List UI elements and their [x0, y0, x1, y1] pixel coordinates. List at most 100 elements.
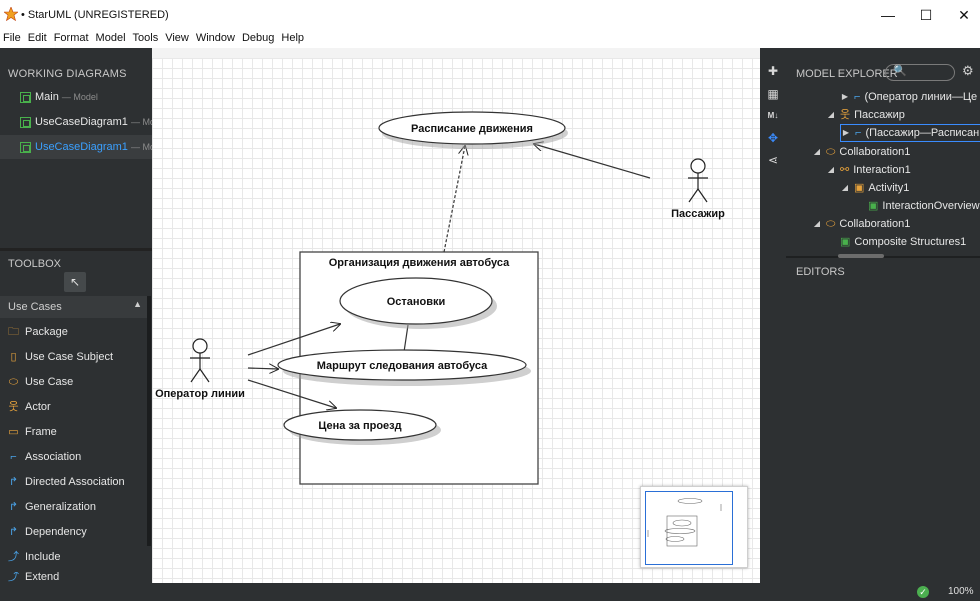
subject-icon: ▯	[10, 351, 17, 363]
menu-format[interactable]: Format	[53, 32, 89, 44]
collapse-icon[interactable]: ◢	[813, 219, 821, 228]
working-diagram-usecase-1[interactable]: UseCaseDiagram1 — Model	[20, 111, 167, 133]
tool-dependency[interactable]: ↱ Dependency	[8, 522, 87, 542]
subject-title: Организация движения автобуса	[329, 257, 510, 269]
menu-help[interactable]: Help	[281, 32, 305, 44]
close-button[interactable]: ✕	[958, 7, 970, 23]
menu-window[interactable]: Window	[195, 32, 235, 44]
actor-operator[interactable]	[190, 338, 210, 383]
tool-generalization[interactable]: ↱ Generalization	[8, 497, 96, 517]
passenger-association-line[interactable]	[534, 144, 651, 179]
side-icon-strip: ✚ ▦ M↓ ✥ ⋖	[760, 48, 786, 583]
actor-passenger[interactable]	[688, 158, 708, 203]
collaboration-icon: ⬭	[826, 146, 836, 158]
include-icon: ⤴	[8, 551, 19, 563]
tree-item[interactable]: ▣ InteractionOverviewI	[854, 197, 980, 215]
expand-icon[interactable]: ▶	[841, 92, 849, 101]
tree-item[interactable]: ◢ ▣ Activity1	[840, 179, 909, 197]
dependency-icon: ↱	[8, 526, 19, 538]
interaction-icon: ⚯	[840, 164, 850, 176]
maximize-button[interactable]: ☐	[919, 7, 933, 23]
staruml-logo-icon	[4, 7, 18, 21]
diagram-canvas[interactable]: Организация движения автобуса Расписание…	[152, 58, 760, 583]
use-case-label: Цена за проезд	[318, 420, 401, 432]
collaboration-icon: ⬭	[826, 218, 836, 230]
tool-association[interactable]: ⌐ Association	[8, 447, 81, 467]
frame-icon: ▭	[8, 426, 19, 438]
tree-item[interactable]: ◢ 웃 Пассажир	[826, 106, 905, 124]
toolbox-scrollbar[interactable]	[147, 296, 151, 546]
tool-directed-association[interactable]: ↱ Directed Association	[8, 472, 125, 492]
collapse-icon[interactable]: ◢	[827, 110, 835, 119]
collapse-icon[interactable]: ◢	[841, 183, 849, 192]
actor-icon: 웃	[8, 401, 19, 413]
window-title: • StarUML (UNREGISTERED)	[21, 9, 169, 21]
menu-tools[interactable]: Tools	[132, 32, 159, 44]
tree-item[interactable]: ◢ ⬭ Collaboration1	[812, 143, 910, 161]
working-diagram-main[interactable]: Main — Model	[20, 86, 98, 108]
layout-icon[interactable]: ▦	[767, 87, 779, 101]
explorer-scrollbar[interactable]	[838, 254, 884, 258]
tool-frame[interactable]: ▭ Frame	[8, 422, 56, 442]
tree-item-label: Composite Structures1	[854, 236, 967, 248]
usecase-diagram-icon	[20, 141, 31, 153]
collapse-icon[interactable]: ◢	[813, 147, 821, 156]
ellipse-icon: ⬭	[8, 376, 19, 388]
operator-stops-association[interactable]	[247, 324, 340, 356]
tree-item[interactable]: ◢ ⚯ Interaction1	[826, 161, 911, 179]
use-case-schedule[interactable]: Расписание движения	[378, 111, 568, 149]
stops-route-connector[interactable]	[403, 324, 409, 353]
markdown-icon[interactable]: M↓	[767, 111, 779, 120]
search-icon: 🔍	[893, 65, 907, 77]
gear-icon[interactable]: ⚙	[962, 63, 974, 78]
tool-include[interactable]: ⤴ Include	[8, 547, 60, 567]
expand-icon[interactable]: ▶	[842, 128, 850, 137]
zoom-level[interactable]: 100%	[948, 586, 974, 597]
working-diagram-label: Main	[35, 91, 59, 103]
operator-route-association[interactable]	[247, 368, 278, 369]
use-case-fare[interactable]: Цена за проезд	[283, 409, 441, 445]
tool-use-case[interactable]: ⬭ Use Case	[8, 372, 74, 392]
navigate-icon[interactable]: ✥	[767, 131, 779, 145]
minimize-button[interactable]: —	[881, 7, 895, 23]
model-explorer-header: MODEL EXPLORER	[796, 68, 898, 80]
panel-divider[interactable]	[0, 248, 152, 251]
tree-item[interactable]: ▶ ⌐ (Оператор линии—Це	[840, 88, 977, 106]
select-tool-button[interactable]: ↖	[64, 272, 86, 292]
tool-extend[interactable]: ⤴ Extend	[8, 572, 59, 582]
operator-fare-association[interactable]	[247, 379, 336, 408]
use-case-diagram[interactable]: Организация движения автобуса Расписание…	[152, 58, 760, 583]
tool-use-case-subject[interactable]: ▯ Use Case Subject	[8, 347, 113, 367]
tool-actor[interactable]: 웃 Actor	[8, 397, 50, 417]
tree-item[interactable]: ▣ Composite Structures1	[826, 233, 966, 251]
toolbox-section-use-cases[interactable]: Use Cases ▲	[0, 296, 148, 318]
menu-file[interactable]: File	[3, 32, 21, 44]
tree-item-selected[interactable]: ▶ ⌐ (Пассажир—Расписан	[840, 124, 980, 142]
tool-label: Use Case Subject	[25, 351, 114, 363]
diagram-icon	[20, 91, 31, 103]
working-diagram-usecase-2[interactable]: UseCaseDiagram1 — Model	[20, 136, 167, 158]
tree-item-label: Activity1	[868, 182, 910, 194]
dependency-line[interactable]	[443, 146, 465, 253]
menu-model[interactable]: Model	[95, 32, 126, 44]
tree-item[interactable]: ◢ ⬭ Collaboration1	[812, 215, 910, 233]
model-explorer-search[interactable]: 🔍	[885, 64, 955, 81]
use-case-label: Расписание движения	[411, 123, 533, 135]
menu-bar: File Edit Format Model Tools View Window…	[0, 30, 980, 48]
tool-package[interactable]: 🗀 Package	[8, 322, 68, 342]
puzzle-icon[interactable]: ✚	[767, 64, 779, 78]
use-case-route[interactable]: Маршрут следования автобуса	[277, 349, 531, 386]
left-sidebar: WORKING DIAGRAMS Main — Model UseCaseDia…	[0, 48, 167, 583]
working-diagram-owner: — Model	[130, 117, 167, 127]
menu-debug[interactable]: Debug	[241, 32, 275, 44]
association-icon: ⌐	[854, 91, 861, 103]
minimap-viewport[interactable]	[645, 491, 733, 565]
working-diagram-label: UseCaseDiagram1	[35, 116, 128, 128]
use-case-stops[interactable]: Остановки	[339, 277, 497, 329]
menu-edit[interactable]: Edit	[27, 32, 47, 44]
validation-ok-icon[interactable]: ✓	[917, 586, 929, 598]
share-icon[interactable]: ⋖	[767, 153, 779, 167]
menu-view[interactable]: View	[165, 32, 189, 44]
collapse-icon[interactable]: ◢	[827, 165, 835, 174]
minimap[interactable]	[640, 486, 748, 568]
